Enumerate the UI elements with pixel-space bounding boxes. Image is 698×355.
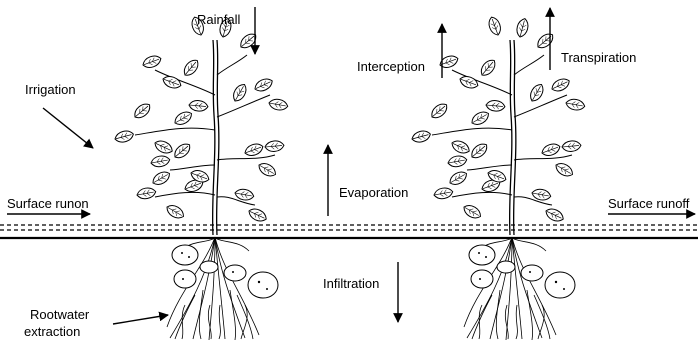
surface-runon-label: Surface runon — [7, 196, 89, 211]
transpiration-label: Transpiration — [561, 50, 636, 65]
rootwater-arrow-icon — [113, 315, 168, 324]
infiltration-label: Infiltration — [323, 276, 379, 291]
irrigation-arrow-icon — [43, 108, 93, 148]
interception-label: Interception — [357, 59, 425, 74]
rainfall-label: Rainfall — [197, 12, 240, 27]
evaporation-label: Evaporation — [339, 185, 408, 200]
rootwater-label-line2: extraction — [24, 324, 80, 339]
irrigation-label: Irrigation — [25, 82, 76, 97]
potato-plant-icon — [411, 15, 586, 340]
potato-plant-icon — [114, 15, 289, 340]
rootwater-label-line1: Rootwater — [30, 307, 90, 322]
surface-runoff-label: Surface runoff — [608, 196, 690, 211]
